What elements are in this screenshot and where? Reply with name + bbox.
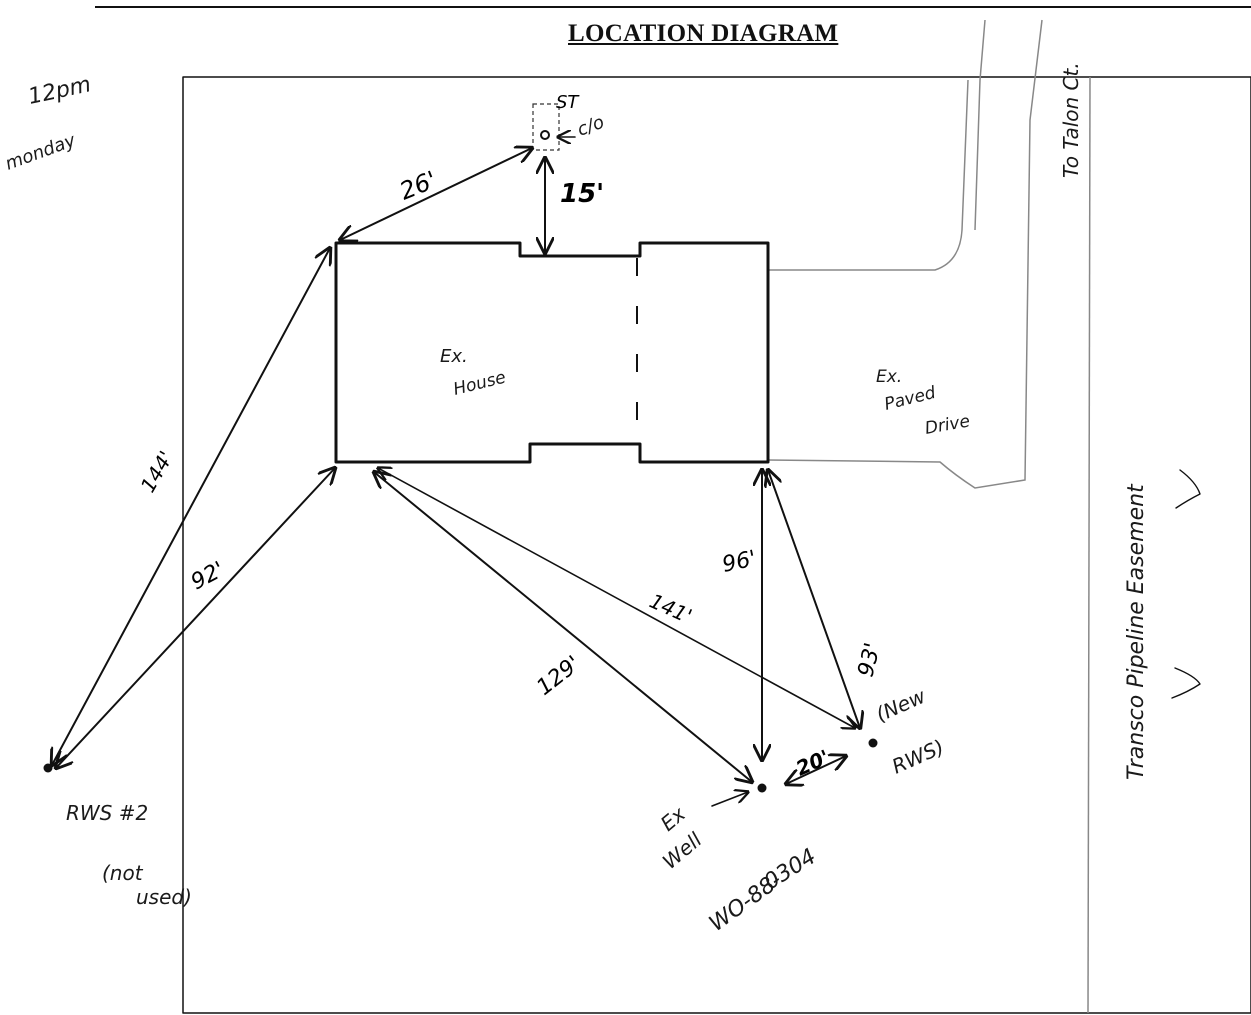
well-label-arrow: [711, 792, 748, 807]
drive-label-line3: Drive: [923, 411, 971, 439]
well-label-line2: Well: [658, 827, 707, 873]
house-label-line2: House: [451, 368, 508, 400]
drive-label-line2: Paved: [882, 383, 937, 415]
drive-label-line1: Ex.: [876, 367, 902, 387]
dimension-line-144: [52, 248, 330, 765]
easement-label: Transco Pipeline Easement: [1124, 483, 1149, 780]
new-rws-point: [868, 738, 878, 748]
well-label-line1: Ex: [656, 802, 690, 836]
house-label-line1: Ex.: [440, 346, 468, 367]
rws2-label-line2: (not: [102, 861, 144, 885]
top-rule: [95, 6, 1251, 8]
existing-well-point: [757, 783, 767, 793]
septic-tank-outline: [532, 103, 560, 151]
house-outline: [334, 241, 770, 464]
septic-cleanout-point: [540, 130, 550, 140]
new-rws-label-line1: (New: [872, 683, 929, 726]
new-rws-label-line2: RWS): [888, 735, 947, 779]
dimension-line-93: [768, 470, 860, 728]
dimension-label-15: 15': [560, 179, 604, 209]
dimension-line-129: [374, 472, 752, 782]
dimension-line-20: [786, 756, 846, 784]
dimension-label-26: 26': [396, 166, 441, 206]
easement-line: [1087, 76, 1091, 1014]
rws2-label-line1: RWS #2: [66, 801, 148, 825]
page-title: LOCATION DIAGRAM: [568, 20, 839, 47]
easement-arrow-1: [1175, 469, 1201, 509]
septic-note-label: c/o: [575, 112, 608, 141]
dimension-line-92: [56, 468, 335, 768]
rws2-point: [43, 763, 53, 773]
septic-label: ST: [556, 92, 580, 113]
driveway-lower-edge: [767, 19, 1043, 489]
road-label: To Talon Ct.: [1059, 62, 1083, 178]
dimension-label-96: 96': [720, 546, 759, 578]
dimension-line-141: [378, 468, 855, 728]
note-time: 12pm: [26, 72, 93, 110]
dimension-label-93: 93': [854, 640, 886, 679]
driveway-upper-edge: [768, 19, 986, 271]
rws2-label-line3: used): [136, 885, 192, 909]
dimension-label-141: 141': [646, 589, 696, 629]
dimension-label-20: 20': [792, 745, 833, 781]
dimension-line-26: [340, 148, 532, 240]
dimension-label-144: 144': [136, 447, 179, 497]
property-boundary: [182, 76, 1251, 1014]
note-day: monday: [3, 130, 79, 175]
well-id-line2: 0304: [760, 844, 821, 895]
easement-arrow-2: [1171, 667, 1201, 699]
dimension-label-129: 129': [532, 651, 585, 700]
